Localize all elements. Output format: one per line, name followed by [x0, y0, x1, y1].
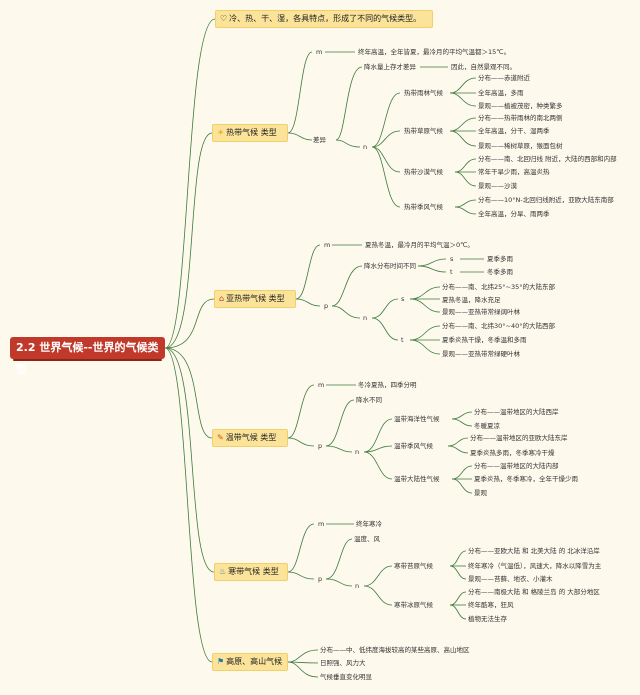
frigid-p-text: 温度、风: [354, 535, 380, 543]
subtropical-s2-item: 分布——南、北纬25°~35°的大陆东部: [442, 283, 555, 291]
subtropical-t2-item: 夏季炎热干燥，冬季温和多雨: [442, 336, 527, 344]
frigid-n-label: n: [355, 582, 360, 590]
temperate-marine-name: 温带海洋性气候: [394, 415, 440, 423]
tropical-title: 热带气候 类型: [226, 128, 277, 137]
temperate-m-text: 冬冷夏热，四季分明: [358, 381, 417, 389]
subtropical-rain: 降水分布时间不同: [364, 262, 416, 270]
flag-icon: ⚑: [217, 657, 225, 666]
savanna-item: 分布——热带雨林的南北两侧: [478, 114, 563, 122]
temperate-n-label: n: [355, 448, 360, 456]
subtropical-t2-item: 景观——亚热带常绿硬叶林: [442, 350, 520, 358]
frigid-m-label: m: [318, 520, 325, 528]
icecap-item: 终年酷寒，狂风: [468, 601, 514, 609]
sun-icon: ☀: [217, 128, 225, 137]
desert-item: 景观——沙漠: [478, 182, 517, 190]
tropical-cause: 因此，自然景观不同。: [451, 63, 516, 71]
highland-item: 日照强、风力大: [320, 659, 366, 667]
temperate-topic[interactable]: ✎温带气候 类型: [212, 429, 288, 447]
highland-item: 分布——中、低纬度海拔较高的某些高原、高山地区: [320, 646, 470, 654]
temperate-monsoon-item: 夏季炎热多雨，冬季寒冷干燥: [470, 449, 555, 457]
icecap-name: 寒带冰原气候: [394, 601, 433, 609]
temperate-monsoon-item: 分布——温带地区的亚欧大陆东岸: [470, 434, 568, 442]
tropical-n-label: n: [363, 143, 368, 151]
tropical-diff-label: 差异: [313, 136, 326, 144]
rainforest-item: 全年高温，多雨: [478, 89, 524, 97]
tundra-item: 分布——亚欧大陆 和 北美大陆 的 北冰洋沿岸: [468, 547, 600, 555]
subtropical-t-text: 冬季多雨: [487, 268, 513, 276]
rainforest-item: 景观——植被茂密，种类繁多: [478, 102, 563, 110]
temperate-p-label: p: [318, 442, 323, 450]
house-icon: ⌂: [219, 294, 225, 303]
subtropical-s2-label: s: [401, 295, 405, 303]
subtropical-topic[interactable]: ⌂亚热带气候 类型: [214, 290, 296, 308]
summary-topic[interactable]: ♡冷、热、干、湿，各具特点，形成了不同的气候类型。: [215, 10, 433, 28]
desert-item: 常年干旱少雨，高温炎热: [478, 168, 550, 176]
pencil-icon: ✎: [217, 433, 224, 442]
subtropical-t-label: t: [450, 268, 453, 276]
frigid-topic[interactable]: ♨寒带气候 类型: [214, 563, 288, 581]
summary-label: 冷、热、干、湿，各具特点，形成了不同的气候类型。: [229, 14, 422, 23]
subtropical-s2-item: 夏热冬温，降水充足: [442, 296, 501, 304]
tropical-monsoon-item: 分布——10°N-北回归线附近，亚欧大陆东南部: [478, 196, 614, 204]
savanna-name: 热带草原气候: [404, 127, 443, 135]
savanna-item: 景观——稀树草原，猴面包树: [478, 142, 563, 150]
tundra-item: 终年寒冷（气温低），风速大，降水以降雪为主: [468, 562, 602, 570]
temperate-continental-item: 分布——温带地区的大陆内部: [474, 462, 559, 470]
frigid-m-text: 终年寒冷: [356, 520, 382, 528]
highland-topic[interactable]: ⚑高原、高山气候: [212, 653, 288, 671]
temperate-monsoon-name: 温带季风气候: [394, 442, 433, 450]
flame-icon: ♨: [219, 567, 227, 576]
tropical-topic[interactable]: ☀热带气候 类型: [212, 124, 288, 142]
subtropical-p-label: p: [324, 302, 329, 310]
temperate-marine-item: 分布——温带地区的大陆西岸: [474, 408, 559, 416]
tropical-rain-basis: 降水量上存才差异: [364, 63, 416, 71]
icecap-item: 植物无法生存: [468, 615, 507, 623]
subtropical-m-text: 夏热冬温，最冷月的平均气温＞0℃。: [365, 241, 474, 249]
temperate-title: 温带气候 类型: [225, 433, 277, 442]
rainforest-name: 热带雨林气候: [404, 89, 443, 97]
tropical-m-label: m: [316, 48, 323, 56]
subtropical-m-label: m: [324, 241, 331, 249]
temperate-marine-item: 冬暖夏凉: [474, 422, 500, 430]
desert-name: 热带沙漠气候: [404, 168, 443, 176]
highland-title: 高原、高山气候: [226, 657, 283, 666]
subtropical-t2-label: t: [401, 336, 404, 344]
subtropical-n-label: n: [363, 314, 368, 322]
desert-item: 分布——南、北回归线 附近，大陆的西部和内部: [478, 155, 617, 163]
frigid-p-label: p: [318, 575, 323, 583]
heart-icon: ♡: [220, 14, 228, 23]
subtropical-s-label: s: [450, 255, 454, 263]
icecap-item: 分布——南极大陆 和 格陵兰岛 的 大部分地区: [468, 588, 600, 596]
subtropical-title: 亚热带气候 类型: [226, 294, 285, 303]
subtropical-t2-item: 分布——南、北纬30°~40°的大陆西部: [442, 322, 555, 330]
subtropical-s2-item: 景观——亚热带常绿阔叶林: [442, 308, 520, 316]
rainforest-item: 分布——赤道附近: [478, 74, 530, 82]
tundra-name: 寒带苔原气候: [394, 562, 433, 570]
tundra-item: 景观——苔藓、地衣、小灌木: [468, 575, 553, 583]
temperate-continental-item: 景观: [474, 489, 487, 497]
tropical-monsoon-item: 全年高温，分旱、雨两季: [478, 210, 550, 218]
temperate-p-text: 降水不同: [356, 396, 382, 404]
savanna-item: 全年高温，分干、湿两季: [478, 127, 550, 135]
tropical-m-text: 终年高温，全年皆夏，最冷月的平均气温都＞15℃。: [358, 48, 511, 56]
frigid-title: 寒带气候 类型: [228, 567, 279, 576]
temperate-continental-name: 温带大陆性气候: [394, 475, 440, 483]
subtropical-s-text: 夏季多雨: [487, 255, 513, 263]
highland-item: 气候垂直变化明显: [320, 673, 372, 681]
tropical-monsoon-name: 热带季风气候: [404, 203, 443, 211]
temperate-continental-item: 夏季炎热，冬季寒冷，全年干燥少雨: [474, 475, 578, 483]
root-topic[interactable]: 2.2 世界气候--世界的气候类型: [10, 337, 165, 376]
temperate-m-label: m: [318, 381, 325, 389]
